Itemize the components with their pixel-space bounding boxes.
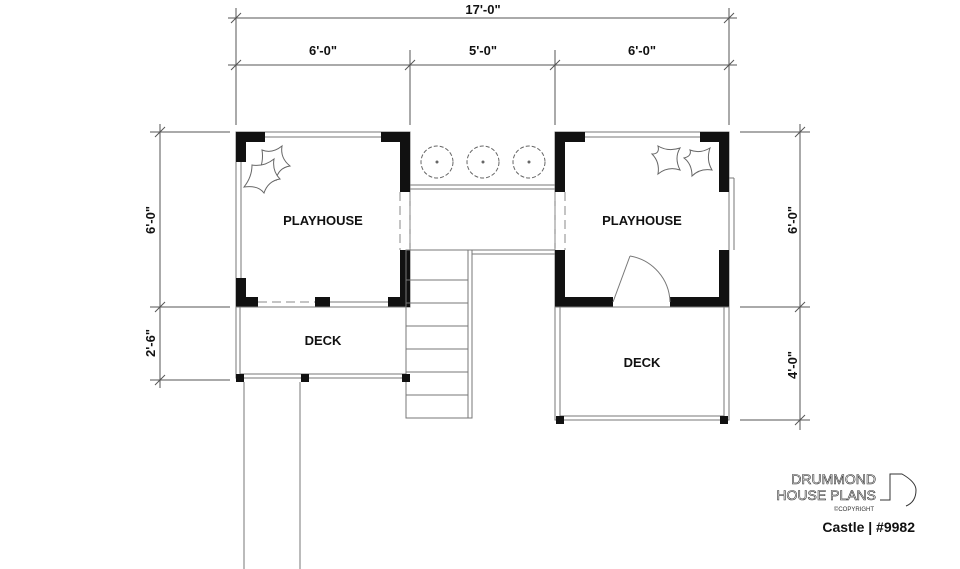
slide [243,382,301,569]
overall-width-label: 17'-0" [465,2,500,17]
stairs [405,249,473,419]
flower-icon [420,145,546,179]
left-playhouse-label: PLAYHOUSE [283,213,363,228]
cushion-icon [242,144,292,195]
logo-mark-icon [880,473,917,507]
cushion-icon [650,144,713,178]
left-playhouse: PLAYHOUSE [235,131,411,308]
logo-copyright: ©COPYRIGHT [834,506,874,513]
drummond-logo: DRUMMOND HOUSE PLANS ©COPYRIGHT Castle |… [776,471,917,535]
left-deck: DECK [235,306,410,382]
left-deck-label: DECK [305,333,342,348]
middle-width-label: 5'-0" [469,43,497,58]
right-playhouse: PLAYHOUSE [554,131,735,308]
right-dimensions: 6'-0" 4'-0" [740,124,810,430]
top-dimensions: 17'-0" 6'-0" 5'-0" 6'-0" [228,2,737,125]
logo-line1: DRUMMOND [791,471,876,487]
right-width-label: 6'-0" [628,43,656,58]
door-swing [612,255,671,303]
left-width-label: 6'-0" [309,43,337,58]
plan-title: Castle | #9982 [822,519,915,535]
right-deck-depth-label: 4'-0" [785,351,800,379]
left-dimensions: 6'-0" 2'-6" [143,124,230,388]
right-deck-label: DECK [624,355,661,370]
bridge [410,145,555,255]
logo-line2: HOUSE PLANS [776,487,876,503]
left-playhouse-depth-label: 6'-0" [143,206,158,234]
right-playhouse-depth-label: 6'-0" [785,206,800,234]
right-playhouse-label: PLAYHOUSE [602,213,682,228]
right-deck: DECK [554,306,730,424]
left-deck-depth-label: 2'-6" [143,329,158,357]
